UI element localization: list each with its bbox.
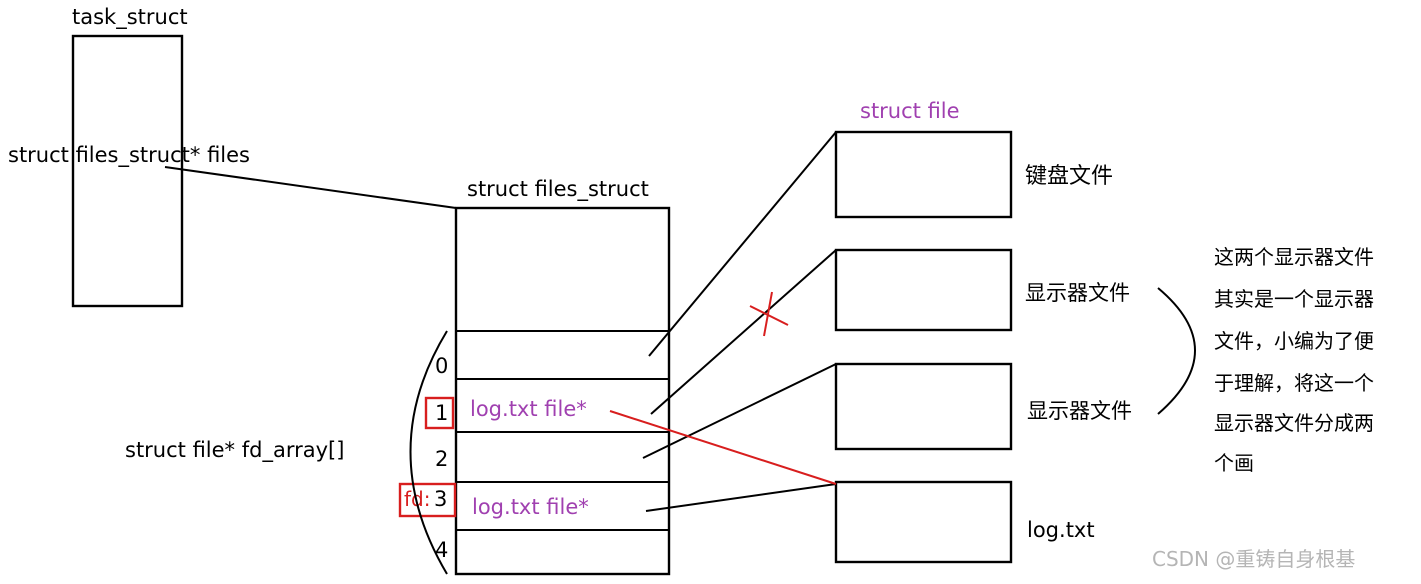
note-text-block: 这两个显示器文件 其实是一个显示器 文件，小编为了便 于理解，将这一个 显示器文… [1214, 245, 1374, 475]
fd-array-brace [409, 330, 448, 575]
fd-index-4: 4 [435, 538, 448, 562]
file-label-log: log.txt [1027, 518, 1095, 542]
fd-array-label: struct file* fd_array[] [125, 438, 344, 463]
fd-index-0: 0 [435, 354, 448, 378]
file-box-monitor-2 [834, 362, 1013, 451]
files-struct-group: struct files_struct log.txt file* log.tx… [125, 177, 671, 576]
cut-mark-stroke [763, 291, 773, 337]
task-struct-title: task_struct [72, 5, 188, 30]
note-line: 于理解，将这一个 [1214, 371, 1374, 395]
pointer-fd2-monitor [642, 363, 837, 459]
note-line: 显示器文件分成两 [1214, 411, 1374, 435]
file-label-monitor-2: 显示器文件 [1027, 399, 1132, 423]
cut-mark-stroke [749, 305, 789, 326]
pointer-fd0-keyboard [648, 131, 837, 357]
redirect-fd1-log-line [609, 410, 837, 485]
task-struct-group: task_struct struct files_struct* files [8, 5, 250, 308]
files-field-label: struct files_struct* files [8, 143, 250, 168]
files-struct-box [454, 206, 671, 576]
file-label-monitor-1: 显示器文件 [1025, 281, 1130, 305]
struct-file-title: struct file [860, 99, 960, 123]
pointer-fd1-monitor [650, 249, 837, 415]
files-struct-title: struct files_struct [467, 177, 649, 202]
note-line: 这两个显示器文件 [1214, 245, 1374, 269]
fd-1-highlight-box [424, 396, 455, 430]
file-box-monitor-1 [834, 248, 1013, 332]
note-line: 文件，小编为了便 [1214, 329, 1374, 353]
note-line: 个画 [1214, 451, 1254, 475]
csdn-watermark: CSDN @重铸自身根基 [1152, 547, 1355, 571]
slot-3-text: log.txt file* [472, 495, 589, 519]
struct-file-group: struct file 键盘文件 显示器文件 显示器文件 log.txt [834, 99, 1132, 564]
pointer-fd3-log [645, 483, 837, 512]
fd-index-1: 1 [435, 401, 448, 425]
fd-3-highlight-box [398, 482, 457, 518]
file-box-keyboard [834, 130, 1013, 219]
slot-1-text: log.txt file* [470, 397, 587, 421]
fd-index-2: 2 [435, 447, 448, 471]
fd-index-3: 3 [434, 487, 447, 511]
monitor-group-brace [1157, 287, 1196, 415]
files-pointer-line [164, 166, 457, 209]
file-label-keyboard: 键盘文件 [1025, 164, 1113, 189]
note-line: 其实是一个显示器 [1214, 287, 1374, 311]
file-box-log [834, 480, 1013, 564]
task-struct-box [71, 34, 184, 308]
